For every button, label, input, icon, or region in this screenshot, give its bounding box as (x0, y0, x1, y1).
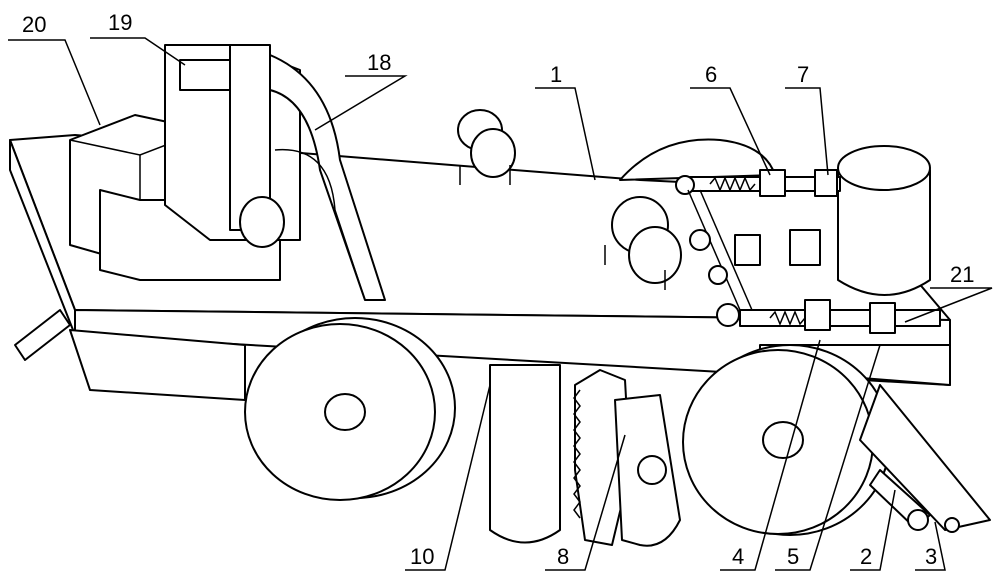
label-4: 4 (732, 544, 744, 570)
label-3: 3 (925, 544, 937, 570)
label-10: 10 (410, 544, 434, 570)
label-6: 6 (705, 62, 717, 88)
label-21: 21 (950, 262, 974, 288)
rear-wheel-top (620, 140, 775, 181)
blade-plate-8 (615, 395, 680, 546)
label-5: 5 (787, 544, 799, 570)
plow-2-3 (860, 385, 990, 532)
label-8: 8 (557, 544, 569, 570)
label-20: 20 (22, 12, 46, 38)
cylinder-tank (838, 146, 930, 295)
left-wheel (245, 318, 455, 500)
roller-10 (490, 365, 560, 543)
label-7: 7 (797, 62, 809, 88)
label-2: 2 (860, 544, 872, 570)
label-18: 18 (367, 50, 391, 76)
label-19: 19 (108, 10, 132, 36)
label-1: 1 (550, 62, 562, 88)
right-wheel (683, 345, 890, 535)
